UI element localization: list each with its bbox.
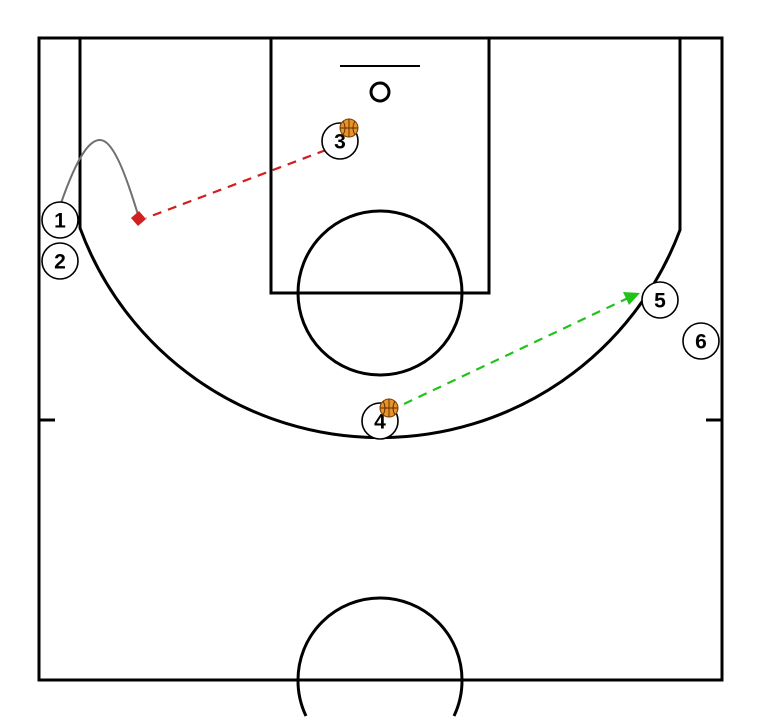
paint-lane [269,36,491,295]
player-1[interactable]: 1 [41,201,79,239]
player-3-label: 3 [334,131,346,154]
free-throw-circle [296,209,464,377]
court-boundary [37,36,724,682]
center-circle [296,596,464,681]
player-5[interactable]: 5 [641,281,679,319]
three-point-line [78,38,682,440]
screen-marker [131,211,146,226]
player-6[interactable]: 6 [682,322,720,360]
basket-rim [369,81,391,103]
player-5-label: 5 [654,290,666,313]
player-2[interactable]: 2 [41,242,79,280]
center-circle-lower-right [452,679,464,717]
center-circle-lower [296,679,308,717]
pass-arrowhead [623,292,640,305]
basketball-icon [339,118,359,138]
pass-line-3-to-1 [145,148,327,220]
player-4-label: 4 [374,411,386,434]
player-1-label: 1 [54,210,66,233]
basketball-icon [379,398,399,418]
player-1-cut-path [59,138,140,219]
player-6-label: 6 [695,331,707,354]
player-2-label: 2 [54,251,66,274]
